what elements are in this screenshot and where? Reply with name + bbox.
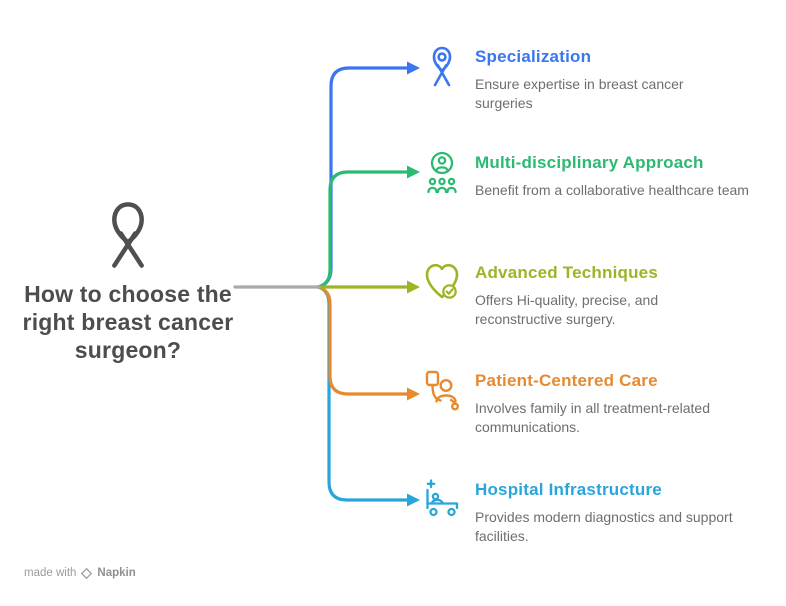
connector-multidisciplinary [316, 170, 409, 289]
branch-description: Involves family in all treatment-related… [475, 400, 710, 435]
branch-multidisciplinary-approach: Multi-disciplinary Approach Benefit from… [422, 150, 786, 201]
team-icon [427, 151, 457, 194]
branch-title: Hospital Infrastructure [475, 480, 662, 499]
caregiver-icon [425, 370, 460, 411]
branch-title: Advanced Techniques [475, 263, 658, 282]
hospital-bed-icon [426, 479, 459, 517]
branch-description: Ensure expertise in breast cancer surger… [475, 76, 684, 111]
napkin-logo-icon [81, 567, 93, 579]
branch-description: Provides modern diagnostics and support … [475, 509, 733, 544]
branch-patient-centered-care: Patient-Centered Care Involves family in… [422, 368, 760, 437]
branch-specialization: Specialization Ensure expertise in breas… [422, 44, 720, 113]
branch-title: Specialization [475, 47, 592, 66]
arrowheads [407, 61, 420, 507]
awareness-ribbon-icon [112, 202, 144, 268]
branch-title: Patient-Centered Care [475, 371, 658, 390]
watermark: made with Napkin [24, 567, 136, 579]
watermark-brand: Napkin [97, 567, 136, 579]
branch-hospital-infrastructure: Hospital Infrastructure Provides modern … [422, 477, 765, 546]
watermark-prefix: made with [24, 567, 77, 579]
ribbon-icon [432, 46, 452, 87]
central-title: How to choose the right breast cancer su… [22, 281, 234, 363]
central-node: How to choose the right breast cancer su… [16, 198, 240, 364]
branch-advanced-techniques: Advanced Techniques Offers Hi-quality, p… [422, 260, 700, 329]
branch-title: Multi-disciplinary Approach [475, 153, 704, 172]
branch-description: Offers Hi-quality, precise, and reconstr… [475, 292, 659, 327]
branch-description: Benefit from a collaborative healthcare … [475, 182, 749, 198]
heart-check-icon [425, 263, 459, 299]
connector-patientcare [316, 285, 409, 396]
